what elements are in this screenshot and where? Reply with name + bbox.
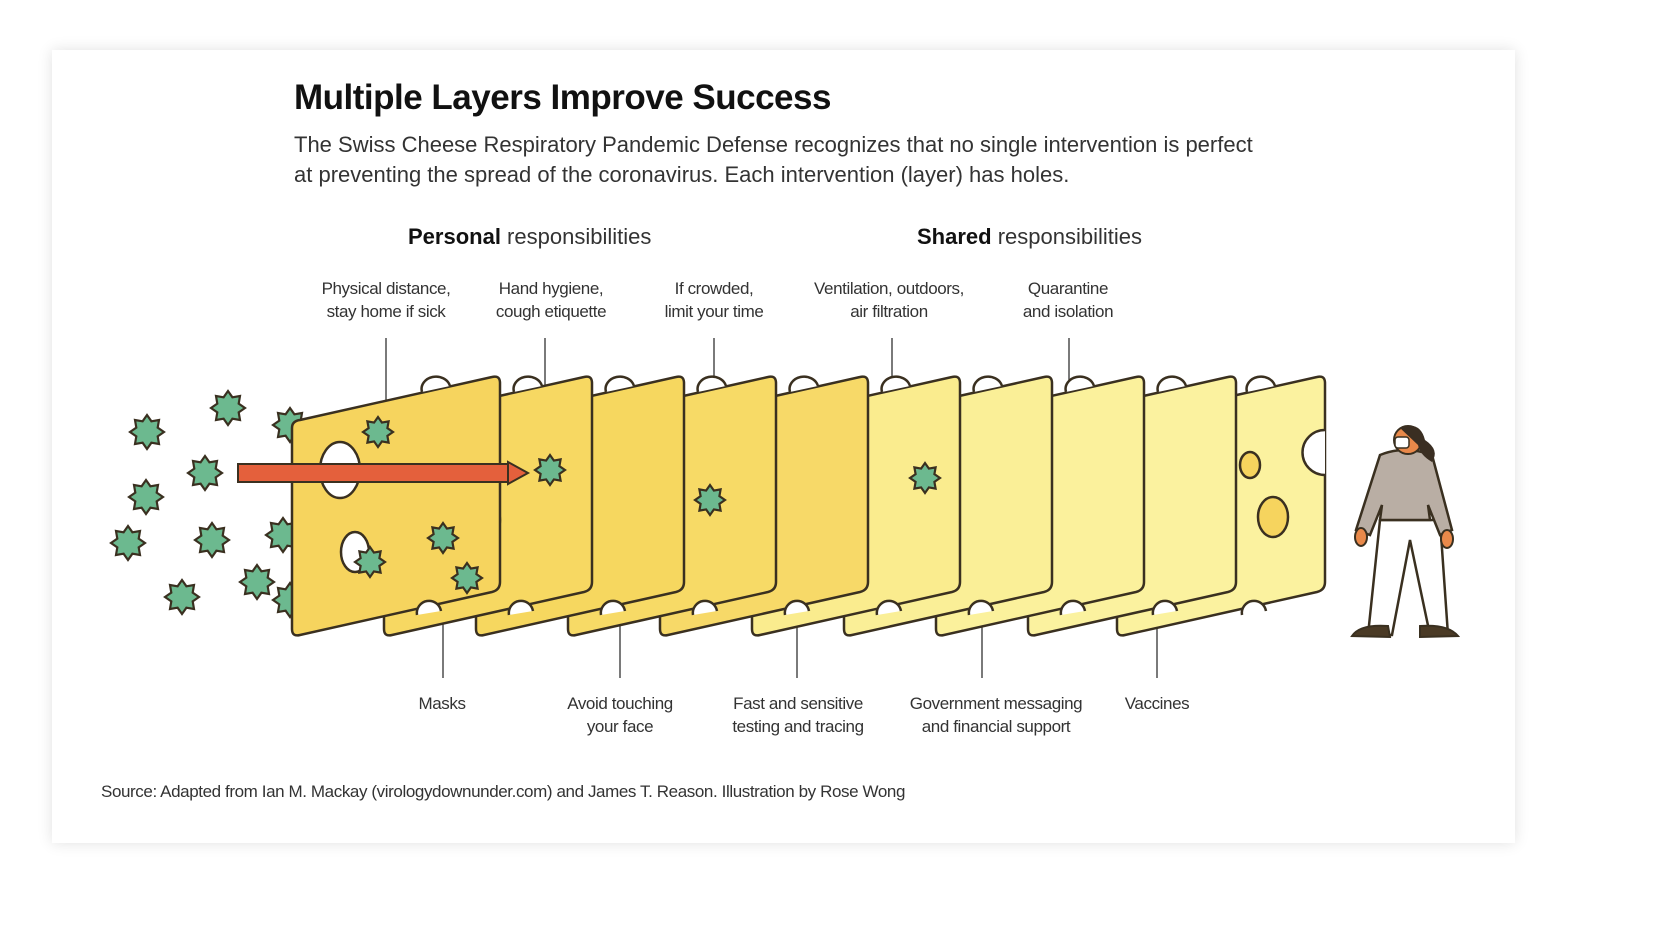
cheese-notch <box>604 375 636 393</box>
virus-icon <box>127 478 165 516</box>
page-title: Multiple Layers Improve Success <box>294 78 831 117</box>
cheese-notch <box>599 599 627 616</box>
label-physical-distance: Physical distance,stay home if sick <box>321 279 451 321</box>
virus-path-arrow <box>237 463 509 483</box>
heading-rest: responsibilities <box>991 224 1142 249</box>
cheese-notch <box>1156 375 1188 393</box>
cheese-notch <box>967 599 995 616</box>
cheese-notch <box>1240 599 1268 616</box>
virus-icon <box>426 521 460 555</box>
cheese-notch <box>415 599 443 616</box>
cheese-notch <box>972 375 1004 393</box>
virus-icon <box>109 524 147 562</box>
cheese-notch <box>783 599 811 616</box>
cheese-notch <box>880 375 912 393</box>
arrow-head-icon <box>507 460 531 486</box>
virus-icon <box>450 561 484 595</box>
virus-icon <box>353 545 387 579</box>
person-hand <box>1354 527 1368 547</box>
cheese-notch <box>696 375 728 393</box>
label-if-crowded: If crowded,limit your time <box>664 279 764 321</box>
cheese-notch <box>1301 428 1326 477</box>
label-vaccines: Vaccines <box>1124 694 1190 713</box>
heading-bold: Personal <box>408 224 501 249</box>
source-note: Source: Adapted from Ian M. Mackay (viro… <box>101 782 906 801</box>
virus-icon <box>128 413 166 451</box>
person-shoe <box>1350 624 1392 639</box>
virus-icon <box>209 389 247 427</box>
virus-icon <box>163 578 201 616</box>
person-shoe <box>1419 624 1461 639</box>
person-figure <box>1350 425 1461 639</box>
shared-responsibilities-heading: Shared responsibilities <box>917 224 1142 250</box>
personal-responsibilities-heading: Personal responsibilities <box>408 224 651 250</box>
label-ventilation: Ventilation, outdoors,air filtration <box>814 279 964 321</box>
cheese-notch <box>1064 375 1096 393</box>
face-mask-icon <box>1394 436 1410 449</box>
cheese-notch <box>1059 599 1087 616</box>
virus-icon <box>361 415 395 449</box>
virus-icon <box>193 521 231 559</box>
virus-icon <box>238 563 276 601</box>
virus-icon <box>908 461 942 495</box>
cheese-notch <box>875 599 903 616</box>
heading-bold: Shared <box>917 224 992 249</box>
cheese-hole <box>1238 450 1262 480</box>
cheese-notch <box>507 599 535 616</box>
cheese-notch <box>1151 599 1179 616</box>
person-pants <box>1366 518 1450 637</box>
person-hand <box>1440 529 1454 549</box>
cheese-notch <box>788 375 820 393</box>
label-masks: Masks <box>418 694 466 713</box>
cheese-notch <box>420 375 452 393</box>
virus-icon <box>693 483 727 517</box>
heading-rest: responsibilities <box>500 224 652 249</box>
cheese-hole <box>1256 495 1290 539</box>
cheese-notch <box>1245 375 1277 393</box>
cheese-layer <box>290 375 502 637</box>
subtitle: The Swiss Cheese Respiratory Pandemic De… <box>294 132 1253 187</box>
virus-icon <box>186 454 224 492</box>
virus-icon <box>533 453 567 487</box>
person-hair <box>1400 425 1435 462</box>
cheese-notch <box>512 375 544 393</box>
label-hand-hygiene: Hand hygiene,cough etiquette <box>495 279 607 321</box>
cheese-slice <box>290 375 502 637</box>
cheese-notch <box>691 599 719 616</box>
